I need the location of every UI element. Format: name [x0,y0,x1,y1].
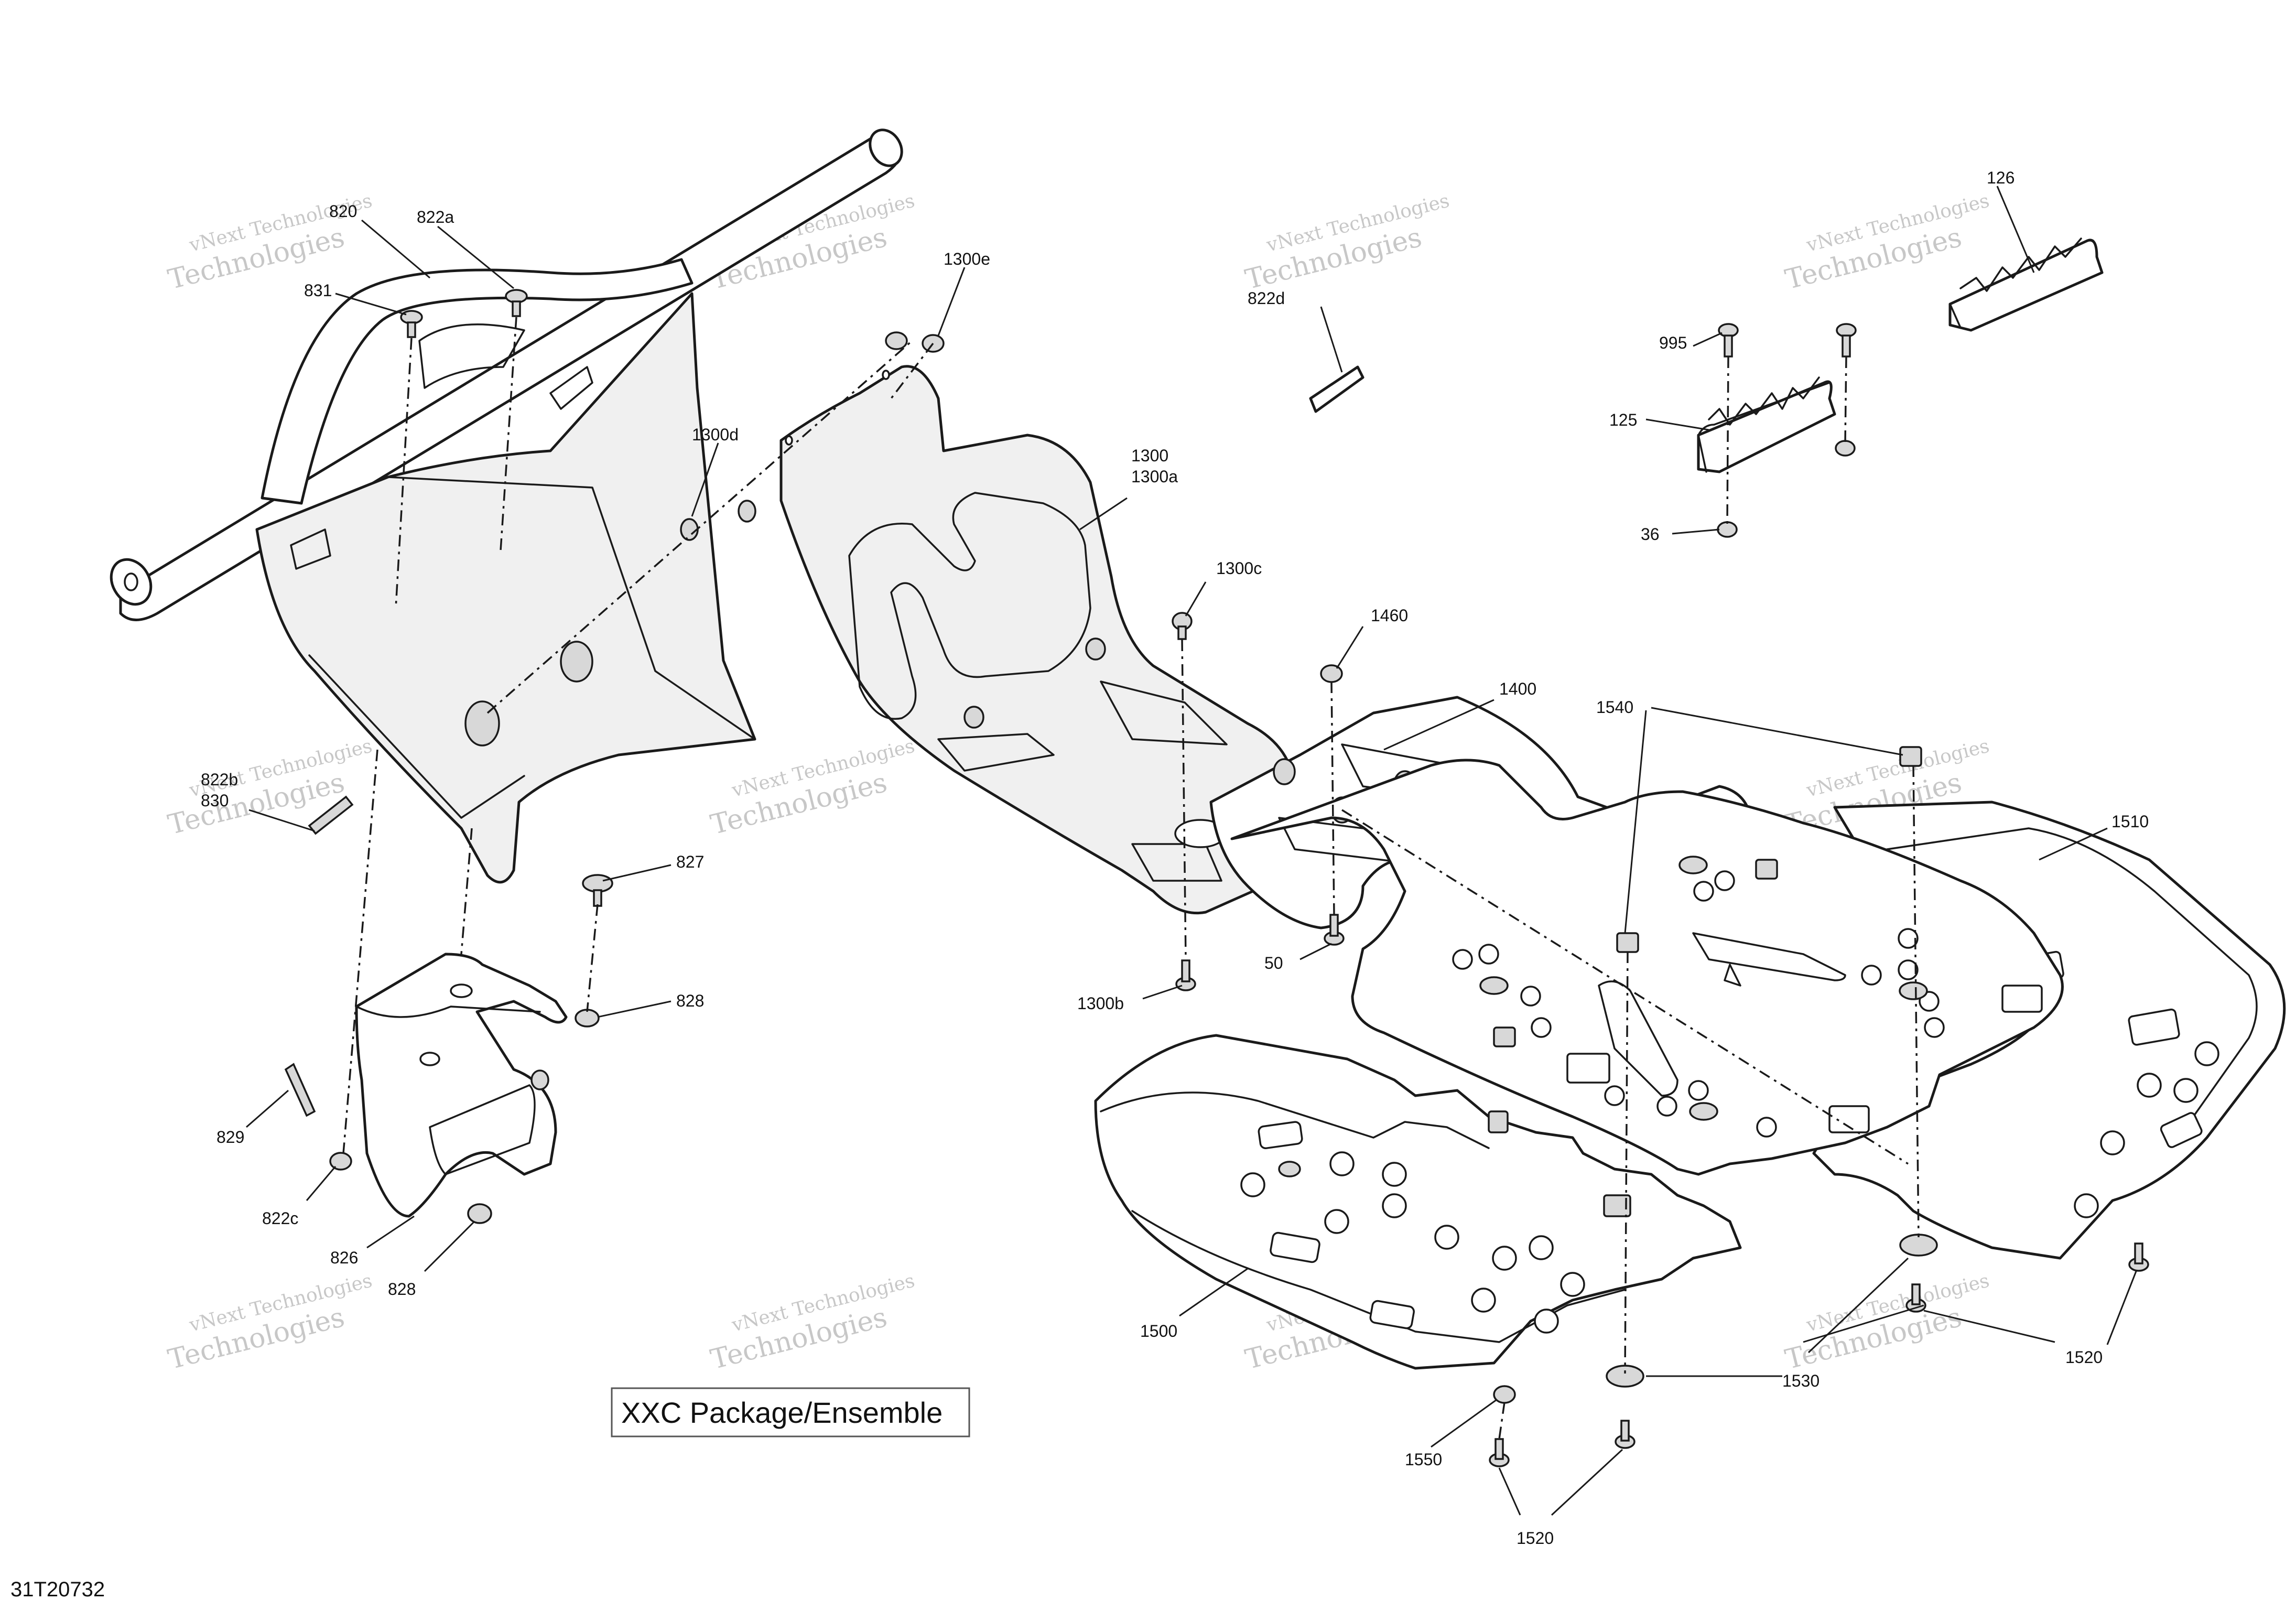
callout-1520b: 1520 [1517,1529,1554,1548]
callout-1550: 1550 [1405,1450,1442,1469]
diagram-reference: 31T20732 [10,1578,105,1601]
callout-830: 830 [201,791,229,810]
footpeg-126 [1948,237,2104,332]
assembly-lines [342,317,1920,1440]
callout-1510: 1510 [2111,812,2149,831]
callout-1540: 1540 [1596,698,1633,717]
callout-1500: 1500 [1140,1322,1177,1340]
callout-36: 36 [1641,525,1660,544]
callout-labels: 820 822a 831 1300e 1300d 1300 1300a 822d… [201,168,2149,1548]
callout-822a: 822a [417,208,454,226]
front-skid-plate [255,292,756,884]
callout-822d: 822d [1248,289,1285,308]
front-bumper-assembly [110,128,903,884]
package-label-text: XXC Package/Ensemble [621,1396,943,1429]
callout-1520a: 1520 [2065,1348,2103,1367]
callout-50: 50 [1264,954,1283,972]
callout-1530: 1530 [1782,1371,1820,1390]
callout-831: 831 [304,281,332,300]
callout-827: 827 [676,852,704,871]
bracket-body [355,953,568,1218]
left-skid-1500 [1094,1034,1742,1370]
leader-lines [246,186,2137,1516]
callout-1300: 1300 [1131,446,1168,465]
footpeg-125 [1697,376,1836,473]
main-floor-plate [1230,759,2064,1176]
callout-1300c: 1300c [1216,559,1262,578]
callout-829: 829 [216,1128,244,1147]
callout-828b: 828 [388,1280,416,1299]
callout-822c: 822c [262,1209,298,1228]
callout-1300b: 1300b [1077,994,1124,1013]
callout-1300d: 1300d [692,425,739,444]
callout-826: 826 [330,1248,358,1267]
bracket-826 [355,953,568,1218]
callout-1300e: 1300e [944,250,990,268]
callout-820: 820 [329,202,357,221]
hardware [284,289,2149,1467]
callout-126: 126 [1987,168,2015,187]
callout-822b: 822b [201,770,238,789]
package-label: XXC Package/Ensemble [611,1387,970,1437]
callout-1400: 1400 [1499,679,1536,698]
callout-1460: 1460 [1371,606,1408,625]
main-floor-panel [1230,759,2064,1176]
callout-125: 125 [1609,410,1637,429]
callout-995: 995 [1659,333,1687,352]
callout-828a: 828 [676,991,704,1010]
callout-1300a: 1300a [1131,467,1178,486]
